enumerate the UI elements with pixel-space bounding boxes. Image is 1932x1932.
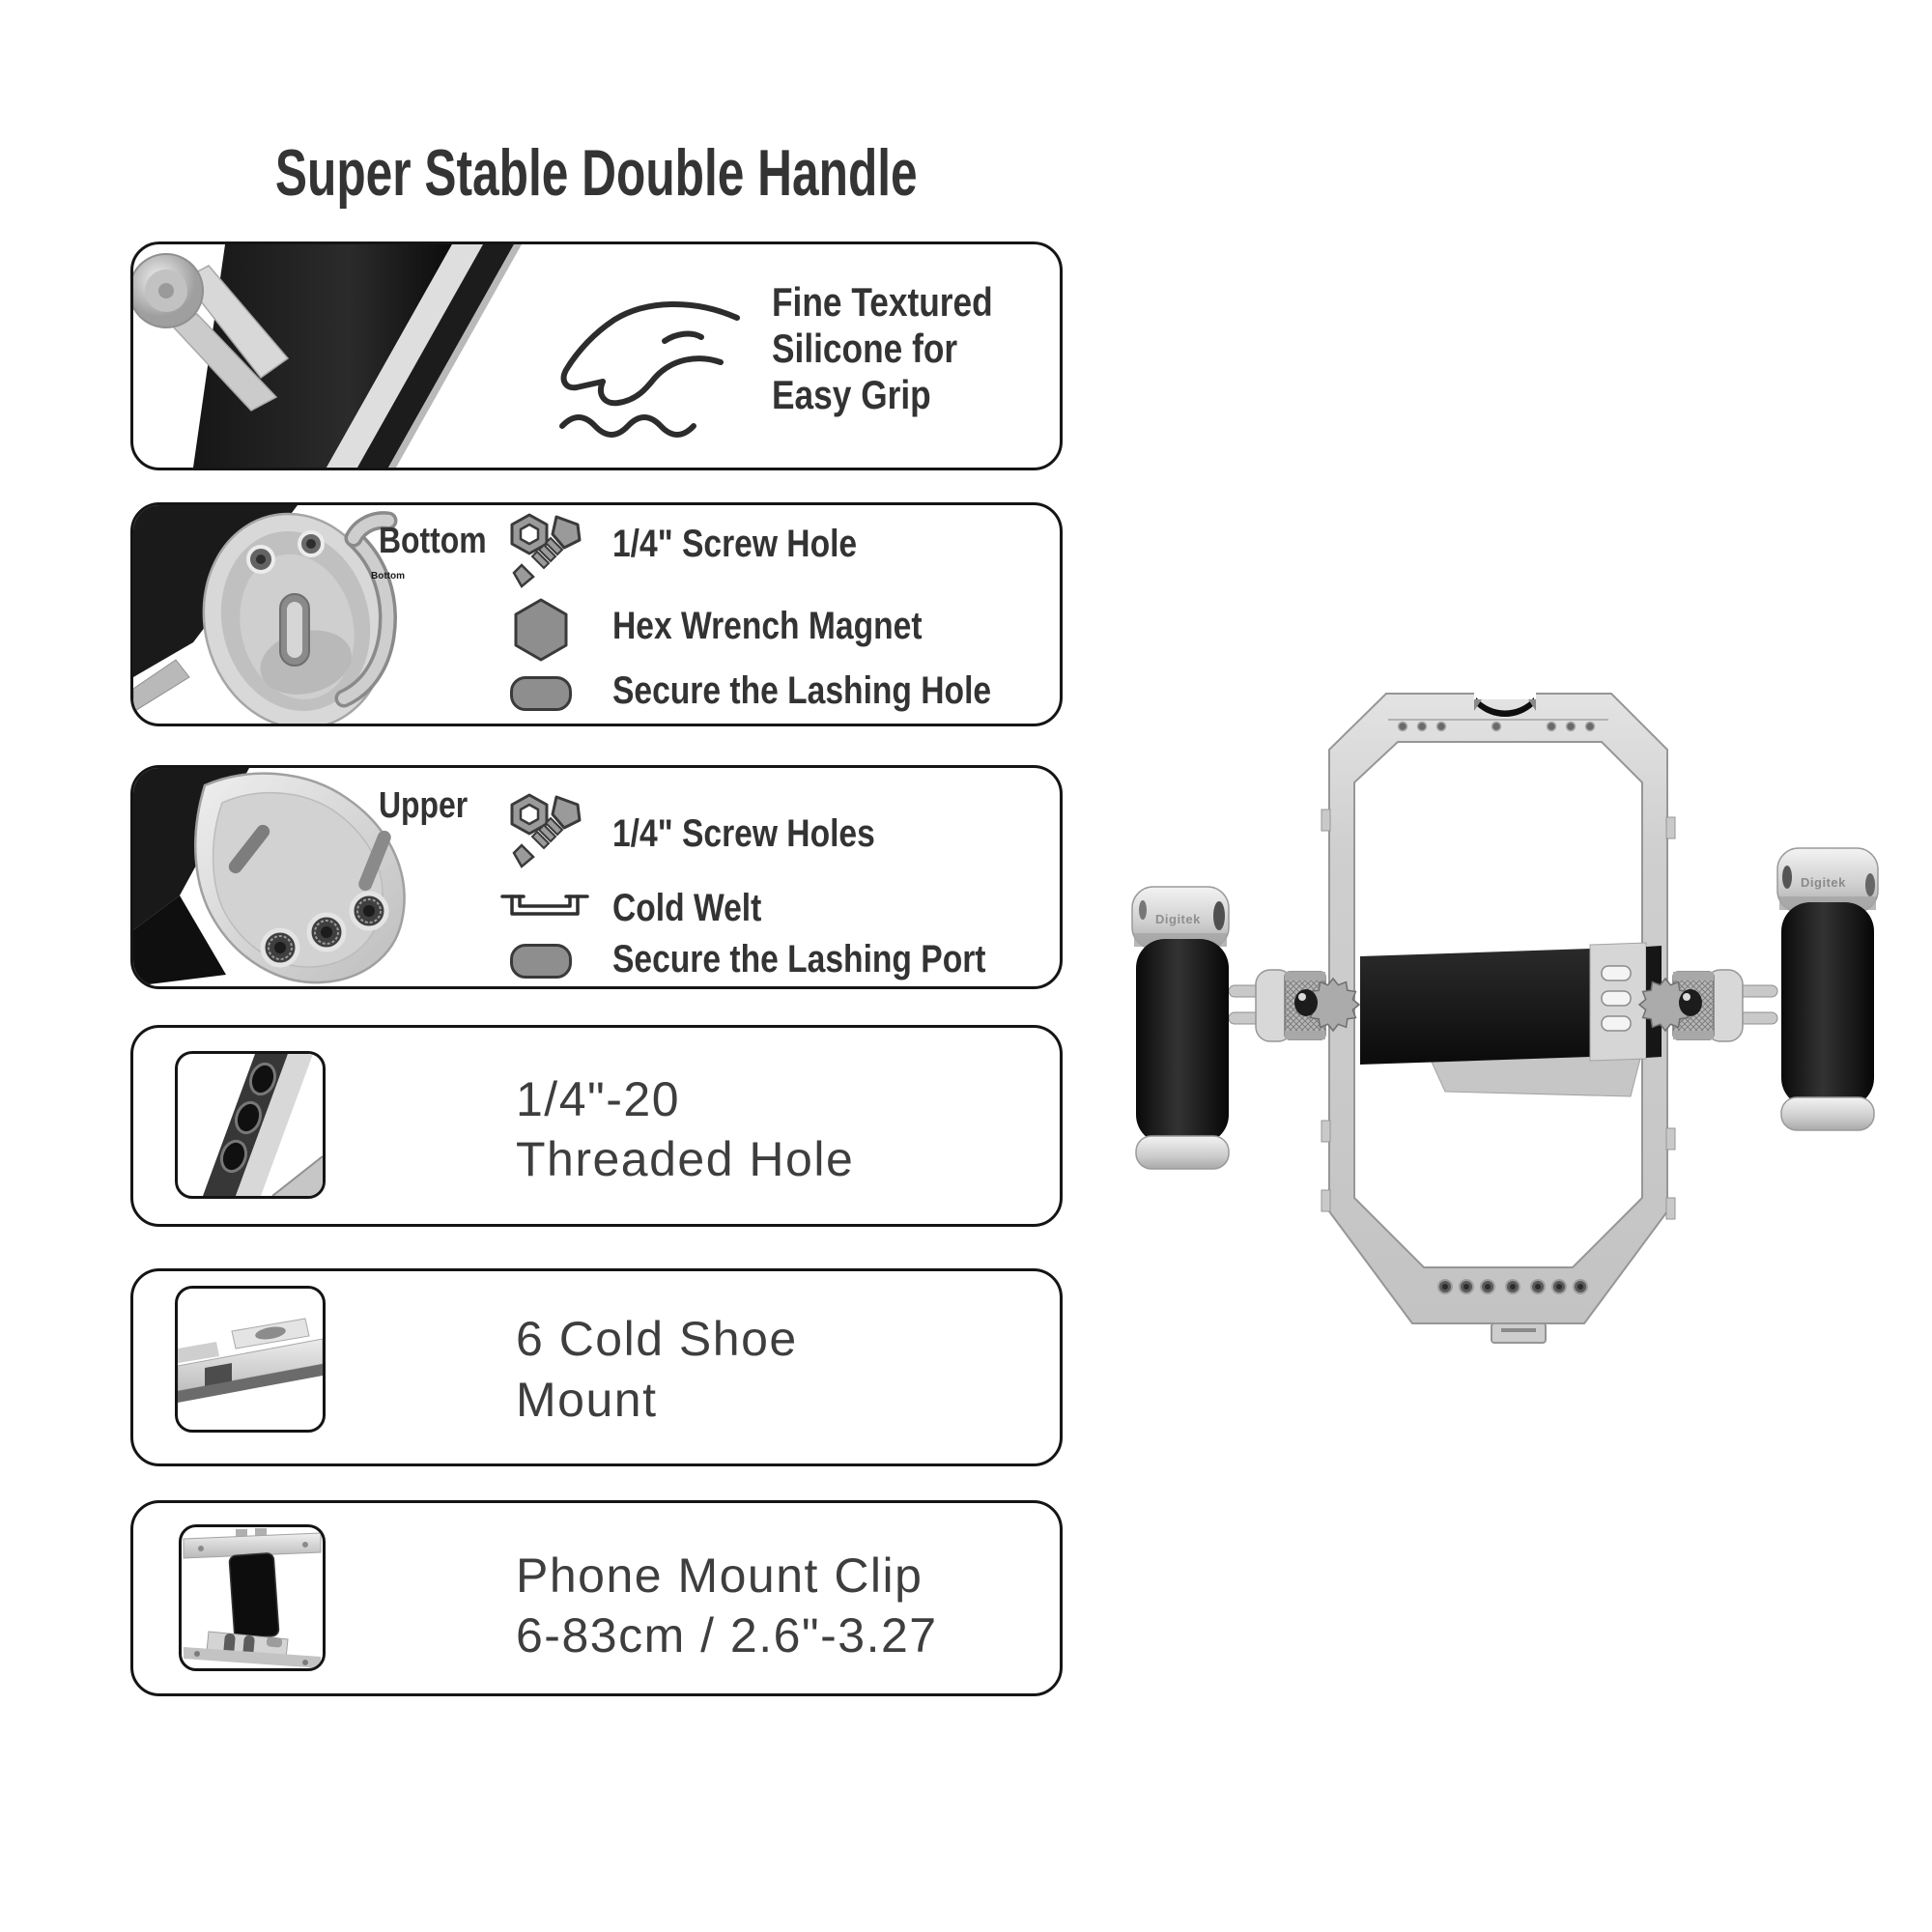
grip-feature-line: Easy Grip xyxy=(772,372,931,417)
grip-closeup-photo xyxy=(133,244,522,468)
cold-shoe-notch xyxy=(1474,676,1536,717)
handle-upper-photo xyxy=(133,768,406,986)
feature-panel-threaded-hole: 1/4"-20 Threaded Hole xyxy=(130,1025,1063,1227)
upper-row-label: 1/4" Screw Holes xyxy=(612,812,875,855)
photo-bottom-tag: Bottom xyxy=(371,571,405,582)
threaded-holes xyxy=(260,891,389,968)
page-title-text: Super Stable Double Handle xyxy=(275,136,918,210)
lashing-hole-icon xyxy=(510,676,572,711)
cold-shoe-photo xyxy=(175,1286,326,1433)
grip-feature-line: Silicone for xyxy=(772,326,958,371)
right-handle-brand-logo: Digitek xyxy=(1801,875,1846,890)
feature-panel-cold-shoe: 6 Cold Shoe Mount xyxy=(130,1268,1063,1466)
right-locking-knob xyxy=(1638,969,1778,1042)
screw-quarter-icon xyxy=(510,513,582,588)
phone-clamp xyxy=(1360,942,1662,1097)
upper-row-label: Cold Welt xyxy=(612,887,762,929)
bottom-row-label: Secure the Lashing Hole xyxy=(612,669,992,712)
product-photo: Digitek xyxy=(1131,676,1879,1344)
cold-shoe-line: Mount xyxy=(516,1373,658,1427)
screw-quarter-icon xyxy=(510,793,582,868)
left-handle-brand-logo: Digitek xyxy=(1155,912,1201,926)
threaded-hole-line: 1/4"-20 xyxy=(516,1072,681,1126)
right-handle: Digitek xyxy=(1776,847,1879,1131)
upper-label: Upper xyxy=(379,785,469,826)
hand-grip-icon xyxy=(559,301,740,438)
feature-panel-bottom: Bottom Bottom 1/4" Screw Hole Hex Wrench… xyxy=(130,502,1063,726)
bottom-row-label: 1/4" Screw Hole xyxy=(612,523,858,565)
cold-welt-icon xyxy=(500,895,589,916)
grip-feature-line: Fine Textured xyxy=(772,279,993,325)
phone-clip-photo xyxy=(179,1524,326,1671)
handle-bottom-photo: Bottom xyxy=(133,505,405,724)
phone-clip-line: Phone Mount Clip xyxy=(516,1548,923,1603)
upper-row-label: Secure the Lashing Port xyxy=(612,938,986,980)
feature-panel-grip: Fine Textured Silicone for Easy Grip xyxy=(130,242,1063,470)
page-title: Super Stable Double Handle xyxy=(130,135,1063,211)
bottom-label: Bottom xyxy=(379,521,487,561)
feature-panel-upper: Upper 1/4" Screw Holes Cold Welt Secure … xyxy=(130,765,1063,989)
threaded-hole-photo xyxy=(175,1051,326,1199)
threaded-hole-line: Threaded Hole xyxy=(516,1132,855,1186)
lashing-port-icon xyxy=(510,944,572,979)
bottom-rail-screw-holes xyxy=(1437,1279,1588,1294)
hex-wrench-magnet-icon xyxy=(514,598,568,662)
cage-frame: Digitek xyxy=(1321,676,1676,1344)
feature-panel-phone-clip: Phone Mount Clip 6-83cm / 2.6"-3.27 xyxy=(130,1500,1063,1696)
phone-clip-line: 6-83cm / 2.6"-3.27 xyxy=(516,1608,938,1662)
bottom-row-label: Hex Wrench Magnet xyxy=(612,605,923,647)
top-rail-screw-holes xyxy=(1397,721,1596,732)
left-handle: Digitek xyxy=(1131,886,1230,1170)
cold-shoe-line: 6 Cold Shoe xyxy=(516,1312,798,1366)
